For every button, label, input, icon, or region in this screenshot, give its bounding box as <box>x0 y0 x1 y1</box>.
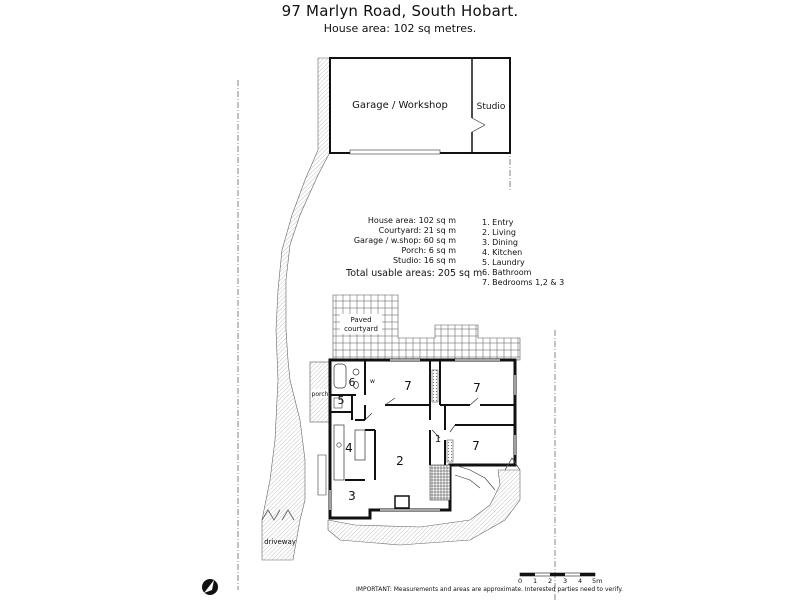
legend-item: 1. Entry <box>482 218 514 227</box>
porch-label-bg <box>311 389 329 398</box>
toilet <box>353 381 359 389</box>
legend-item: 3. Dining <box>482 238 518 247</box>
windows <box>329 359 516 511</box>
kitchen-island <box>354 429 366 461</box>
driveway-gate-right <box>281 509 295 521</box>
scale-tick-label: 2 <box>548 577 553 585</box>
legend-item: 6. Bathroom <box>482 268 532 277</box>
garage-label: Garage / Workshop <box>352 100 448 111</box>
page-title: 97 Marlyn Road, South Hobart. <box>281 2 519 20</box>
scale-tick-label: 3 <box>563 577 568 585</box>
room-number-bedroom-b: 7 <box>473 381 481 395</box>
driveway-hatch <box>261 57 331 561</box>
garage-outline <box>329 57 511 154</box>
scale-bar <box>519 572 596 577</box>
wardrobe-bedroom-2 <box>446 439 454 463</box>
room-number-kitchen: 4 <box>345 441 353 455</box>
front-steps <box>454 464 496 491</box>
page-subtitle: House area: 102 sq metres. <box>323 22 477 35</box>
room-number-entry: 1 <box>435 434 441 445</box>
scale-tick-label: 5m <box>592 577 603 585</box>
room-number-bathroom: 6 <box>349 376 356 389</box>
studio-label: Studio <box>477 102 506 112</box>
entry-tiles <box>429 464 451 501</box>
kitchen-sink <box>336 442 342 448</box>
interior-walls <box>330 360 515 481</box>
area-garage: Garage / w.shop: 60 sq m <box>353 236 456 245</box>
courtyard-label-line2: courtyard <box>344 325 378 333</box>
bathtub <box>333 363 347 389</box>
window-frames <box>328 358 517 512</box>
area-house: House area: 102 sq m <box>367 216 456 225</box>
total-usable-area: Total usable areas: 205 sq m <box>346 268 483 279</box>
outdoor-bbq <box>317 454 327 496</box>
studio-door-swing <box>471 117 486 133</box>
room-number-living: 2 <box>396 454 404 468</box>
laundry-fixture <box>333 397 343 409</box>
area-courtyard: Courtyard: 21 sq m <box>378 226 456 235</box>
driveway-gate-left <box>261 509 281 521</box>
room-number-laundry: 5 <box>338 394 345 407</box>
kitchen-bench <box>333 424 345 481</box>
scale-tick-label: 1 <box>533 577 538 585</box>
legend-item: 7. Bedrooms 1,2 & 3 <box>482 278 565 287</box>
wardrobe-mark: w <box>370 378 375 385</box>
legend-item: 4. Kitchen <box>482 248 523 257</box>
disclaimer-note: IMPORTANT: Measurements and areas are ap… <box>356 586 623 593</box>
door-swings <box>364 397 479 439</box>
fireplace <box>394 495 410 509</box>
legend-item: 2. Living <box>482 228 516 237</box>
driveway-label: driveway <box>264 538 296 546</box>
legend-item: 5. Laundry <box>482 258 525 267</box>
courtyard-label-line1: Paved <box>350 316 371 324</box>
porch-label: porch <box>312 391 329 398</box>
right-gate <box>504 457 521 471</box>
area-porch: Porch: 6 sq m <box>401 246 456 255</box>
basin <box>352 368 360 376</box>
courtyard-label-bg <box>340 314 382 334</box>
scale-tick-label: 4 <box>578 577 583 585</box>
scale-tick-label: 0 <box>518 577 523 585</box>
north-arrow-icon <box>202 579 218 595</box>
wardrobe-bedroom <box>431 369 439 403</box>
room-number-bedroom-c: 7 <box>472 439 480 453</box>
garage-door <box>349 149 441 155</box>
room-number-bedroom-a: 7 <box>404 379 412 393</box>
room-number-dining: 3 <box>348 489 356 503</box>
area-studio: Studio: 16 sq m <box>392 256 456 265</box>
